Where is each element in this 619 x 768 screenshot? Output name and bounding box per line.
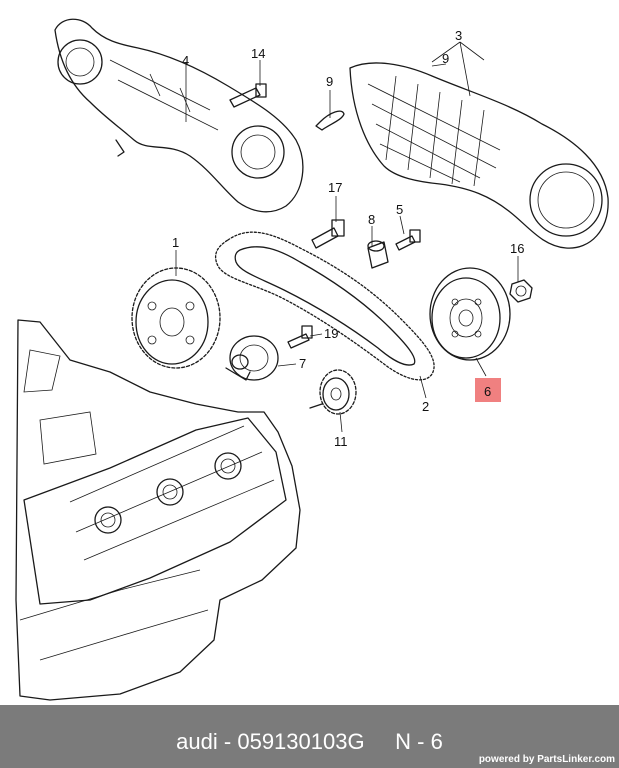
leader-lines <box>175 41 519 433</box>
footer-bar: audi - 059130103G N - 6 powered by Parts… <box>0 705 619 768</box>
highlighted-part-marker <box>475 378 501 402</box>
callout-9-left: 9 <box>326 74 333 89</box>
callout-7: 7 <box>299 356 306 371</box>
powered-by-prefix: powered by <box>478 754 535 765</box>
bolt-5-part <box>395 229 421 251</box>
separator: - <box>223 729 232 754</box>
bolt-17-part <box>311 219 345 249</box>
brand-name: audi <box>176 729 218 754</box>
diagram-position: N - 6 <box>395 729 443 754</box>
callout-6: 6 <box>484 384 491 399</box>
tensioner-part <box>225 335 279 381</box>
right-belt-cover-part <box>349 62 609 249</box>
callout-1: 1 <box>172 235 179 250</box>
timing-belt-part <box>214 231 435 381</box>
powered-by-credit: powered by PartsLinker.com <box>479 754 615 765</box>
engine-block-part <box>15 319 301 701</box>
callout-5: 5 <box>396 202 403 217</box>
callout-16: 16 <box>510 241 524 256</box>
part-info-line: audi - 059130103G N - 6 <box>0 729 619 755</box>
callout-11: 11 <box>334 434 348 449</box>
callout-17: 17 <box>328 180 342 195</box>
bolt-19-part <box>287 325 313 349</box>
callout-9-right: 9 <box>442 51 449 66</box>
left-belt-cover-part <box>54 18 304 213</box>
powered-by-brand: PartsLinker.com <box>537 754 615 765</box>
callout-3: 3 <box>455 28 462 43</box>
sleeve-8-part <box>367 240 389 269</box>
parts-diagram: 1 2 3 4 5 6 7 8 9 9 11 14 16 17 19 <box>15 18 609 701</box>
crank-sprocket-part <box>309 369 357 415</box>
bolt-14-part <box>229 83 267 108</box>
nut-16-part <box>509 279 533 303</box>
vibration-damper-part <box>429 267 511 361</box>
part-number: 059130103G <box>237 729 365 754</box>
callout-19: 19 <box>324 326 338 341</box>
callout-8: 8 <box>368 212 375 227</box>
callout-2: 2 <box>422 399 429 414</box>
callout-14: 14 <box>251 46 265 61</box>
camshaft-sprocket-part <box>131 267 221 369</box>
callout-4: 4 <box>182 53 189 68</box>
